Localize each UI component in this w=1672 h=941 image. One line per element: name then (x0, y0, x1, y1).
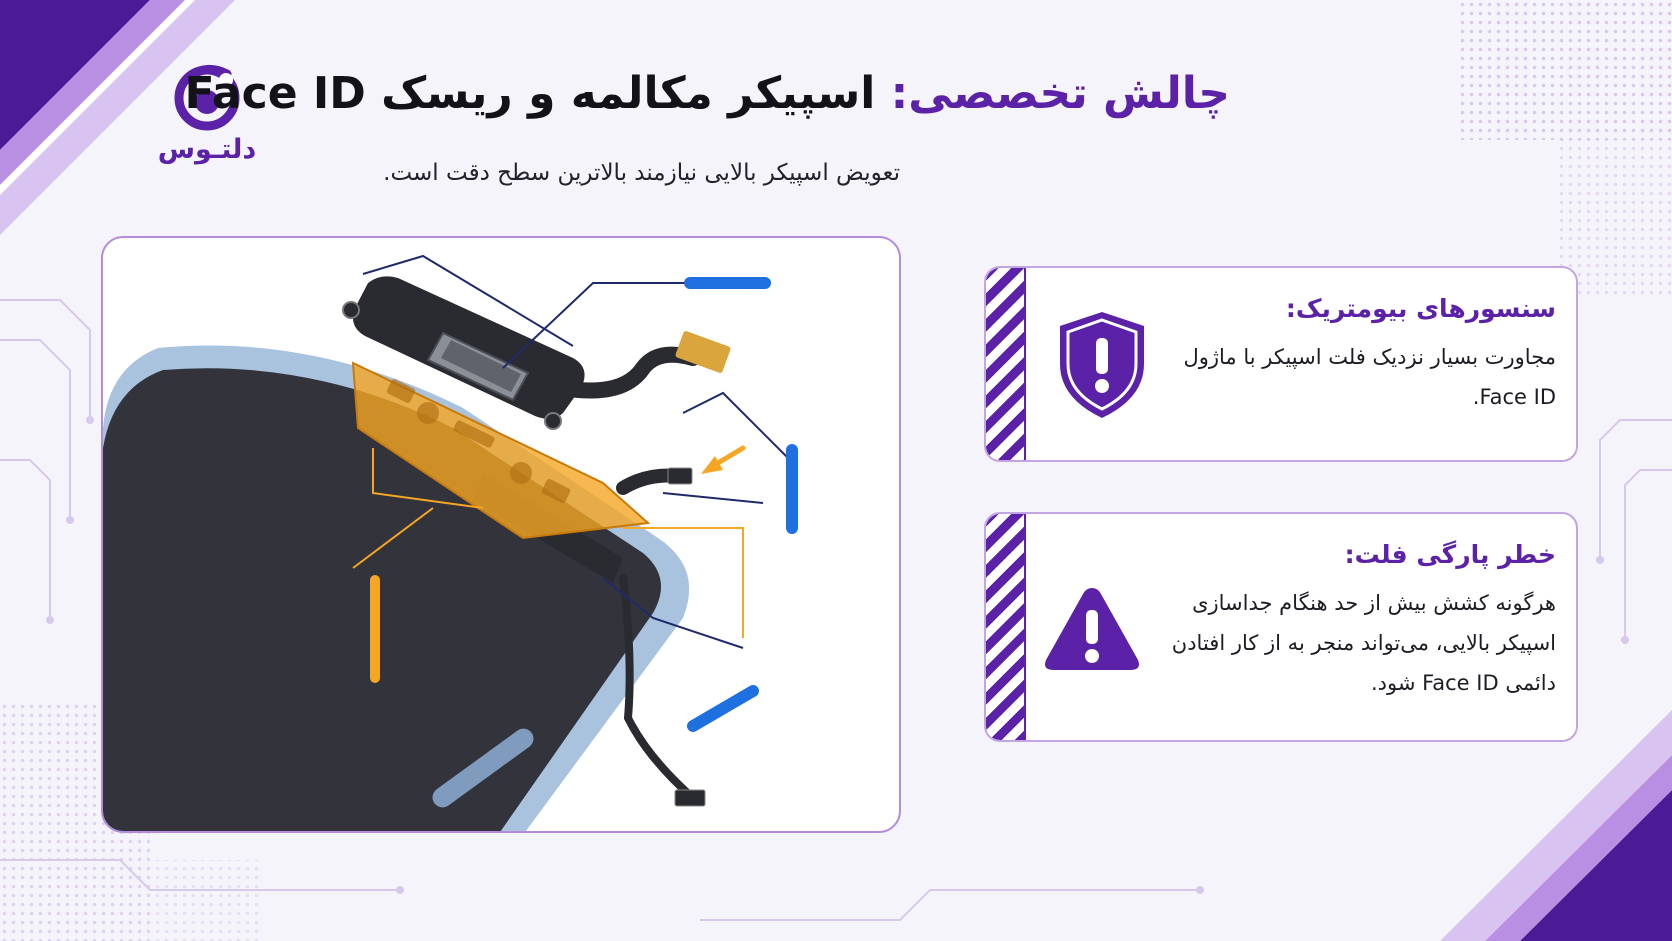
speaker-exploded-illustration (103, 254, 798, 831)
card-stripe (986, 268, 1026, 460)
card-body: مجاورت بسیار نزدیک فلت اسپیکر با ماژول F… (1183, 345, 1556, 409)
side-button (432, 728, 534, 808)
card-text: سنسورهای بیومتریک: مجاورت بسیار نزدیک فل… (1176, 294, 1556, 417)
speaker-flex-cable (555, 346, 701, 399)
flex-connector-top (675, 331, 731, 373)
brand: دلتـوس (148, 62, 266, 165)
info-card-flex-risk: خطر پارگی فلت: هرگونه کشش بیش از حد هنگا… (984, 512, 1578, 742)
info-card-biometric: سنسورهای بیومتریک: مجاورت بسیار نزدیک فل… (984, 266, 1578, 462)
page-subtitle: تعویض اسپیکر بالایی نیازمند بالاترین سطح… (383, 160, 900, 186)
shield-exclamation-icon (1060, 312, 1144, 418)
callout-marker-blue (687, 685, 759, 732)
illustration-panel (101, 236, 901, 833)
card-body: هرگونه کشش بیش از حد هنگام جداسازی اسپیک… (1171, 591, 1556, 695)
title-rest: اسپیکر مکالمه و ریسک Face ID (184, 68, 891, 119)
brand-name: دلتـوس (157, 134, 257, 165)
flex-connector-mid (667, 467, 693, 485)
flex-connector-bottom (674, 789, 706, 807)
card-stripe (986, 514, 1026, 740)
page-title: چالش تخصصی: اسپیکر مکالمه و ریسک Face ID (184, 68, 1230, 119)
title-prefix: چالش تخصصی: (890, 68, 1230, 119)
lower-flex-cable (619, 574, 697, 802)
card-title: خطر پارگی فلت: (1344, 540, 1556, 569)
card-text: خطر پارگی فلت: هرگونه کشش بیش از حد هنگا… (1136, 540, 1556, 703)
warning-triangle-icon (1045, 588, 1139, 670)
card-title: سنسورهای بیومتریک: (1285, 294, 1556, 323)
deltoos-logo-icon (174, 65, 240, 131)
